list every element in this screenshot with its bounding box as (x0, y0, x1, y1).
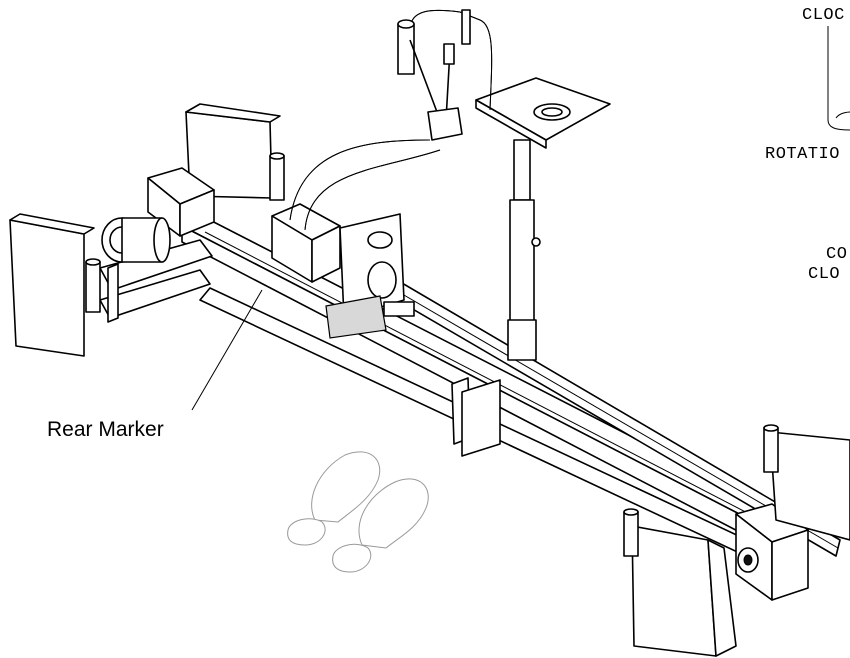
rear-marker-leader-line (191, 289, 263, 411)
right-end-housing (735, 503, 809, 601)
right-footprint-heel (332, 543, 372, 573)
left-cross-member (99, 239, 213, 323)
left-motor (101, 167, 215, 263)
footprints (287, 451, 429, 573)
clipped-label-co: CO (826, 245, 848, 264)
operator-station (397, 9, 611, 149)
left-end-plate-back (185, 103, 281, 199)
clipped-label-clo: CLO (808, 265, 841, 284)
left-posts (85, 152, 285, 313)
right-footprint-toe (358, 478, 429, 549)
right-posts (623, 424, 779, 557)
clipped-label-rotation: ROTATIO (765, 145, 840, 164)
left-footprint-heel (287, 518, 326, 546)
right-end-plate-front (631, 525, 737, 657)
left-end-plate-front (9, 213, 95, 357)
right-end-plate-back (769, 431, 850, 541)
clipped-label-frame (827, 26, 850, 131)
center-column (451, 139, 541, 457)
clipped-label-cloc: CLOC (802, 6, 845, 25)
hoses (289, 139, 441, 231)
rear-marker-label: Rear Marker (47, 418, 164, 441)
left-footprint-toe (311, 451, 381, 523)
